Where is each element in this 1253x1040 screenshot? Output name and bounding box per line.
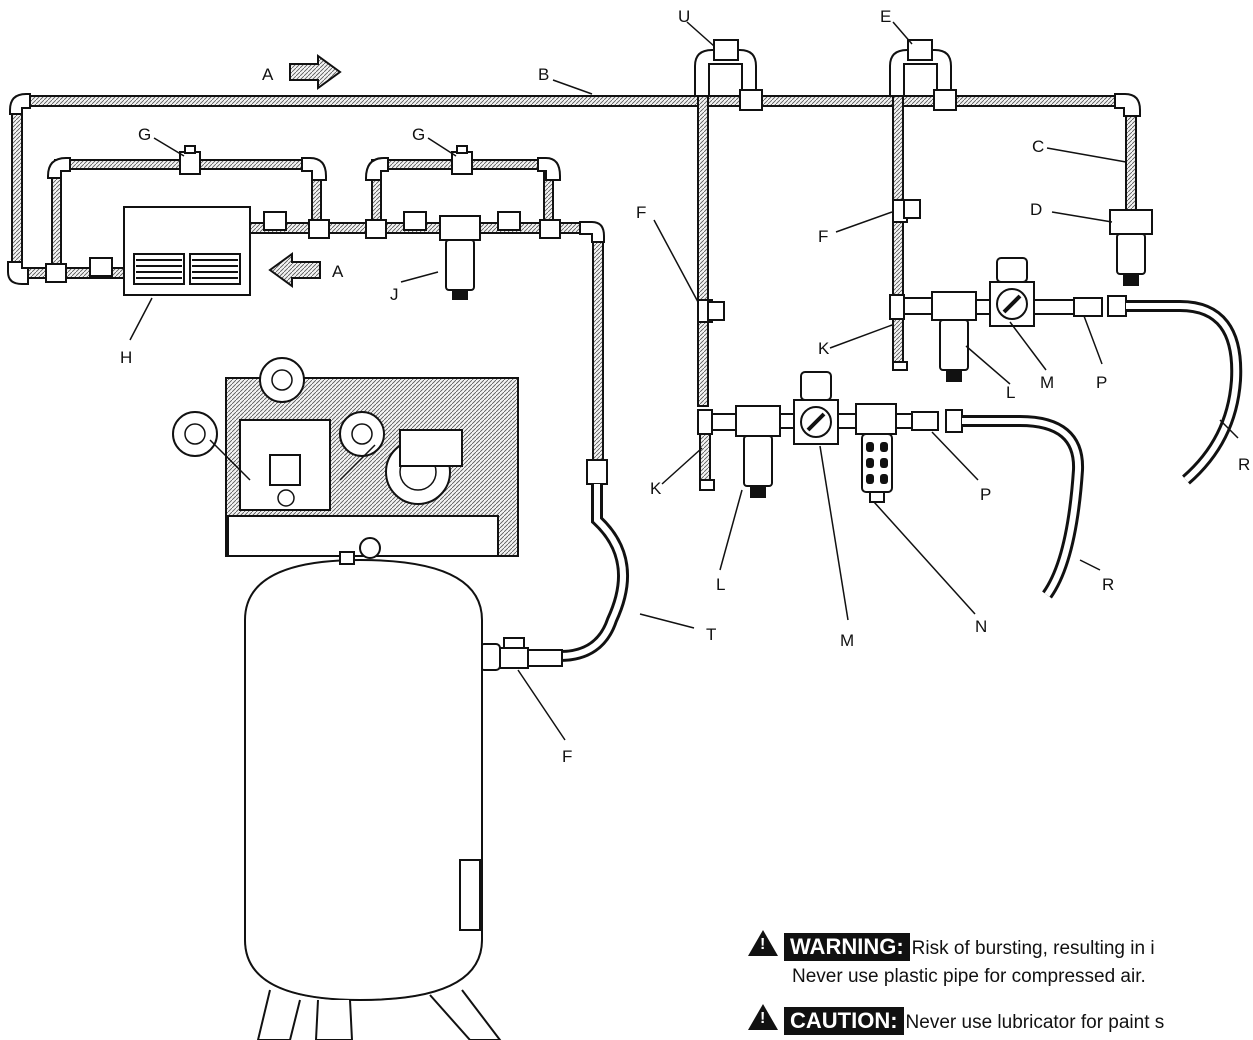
label-l-left: L — [716, 575, 725, 594]
warning-badge: WARNING: — [784, 933, 910, 961]
label-f-right: F — [818, 227, 828, 246]
label-a-top: A — [262, 65, 274, 84]
alert-triangle-icon: ! — [748, 930, 778, 956]
label-g-left: G — [138, 125, 151, 144]
tank-outlet — [479, 637, 563, 671]
label-j: J — [390, 285, 399, 304]
label-l-right: L — [1006, 383, 1015, 402]
air-hoses — [559, 300, 1243, 662]
label-h: H — [120, 348, 132, 367]
label-c: C — [1032, 137, 1044, 156]
label-f-bottom: F — [562, 747, 572, 766]
alert-triangle-icon: ! — [748, 1004, 778, 1030]
label-k-left: K — [650, 479, 662, 498]
label-p-right: P — [1096, 373, 1107, 392]
main-filter — [439, 215, 481, 300]
flow-arrow-side — [268, 252, 321, 288]
label-b: B — [538, 65, 549, 84]
line-filter-d — [1109, 209, 1153, 286]
label-u: U — [678, 7, 690, 26]
label-n: N — [975, 617, 987, 636]
label-g-right: G — [412, 125, 425, 144]
label-m-right: M — [1040, 373, 1054, 392]
drop-e — [889, 39, 957, 371]
bypass-loop-left — [47, 145, 327, 271]
caution-notice: !CAUTION:Never use lubricator for paint … — [748, 1004, 1164, 1035]
warning-text-line1: Risk of bursting, resulting in i — [911, 938, 1155, 959]
label-d: D — [1030, 200, 1042, 219]
label-r-left: R — [1102, 575, 1114, 594]
part-labels: A B U E C D G G F F A H J K L M P R K P … — [120, 7, 1250, 766]
air-compressor — [172, 357, 519, 1040]
label-k-right: K — [818, 339, 830, 358]
label-e: E — [880, 7, 891, 26]
label-t: T — [706, 625, 716, 644]
caution-badge: CAUTION: — [784, 1007, 904, 1035]
warning-notice: !WARNING:Risk of bursting, resulting in … — [748, 930, 1155, 961]
label-m-left: M — [840, 631, 854, 650]
label-r-right: R — [1238, 455, 1250, 474]
drop-u — [694, 39, 763, 491]
air-dryer-unit — [123, 206, 251, 296]
frl-set-right — [903, 257, 1127, 382]
label-f-mid: F — [636, 203, 646, 222]
leader-lines — [129, 21, 1239, 741]
bypass-loop-right — [365, 145, 561, 226]
frl-set-left — [711, 371, 963, 503]
label-p-left: P — [980, 485, 991, 504]
caution-text-line1: Never use lubricator for paint s — [905, 1012, 1165, 1033]
flow-arrow-top — [289, 54, 342, 90]
label-a-side: A — [332, 262, 344, 281]
main-header-pipe — [9, 93, 1141, 277]
dryer-outlet-line — [7, 211, 608, 485]
warning-text-line2: Never use plastic pipe for compressed ai… — [792, 966, 1146, 987]
